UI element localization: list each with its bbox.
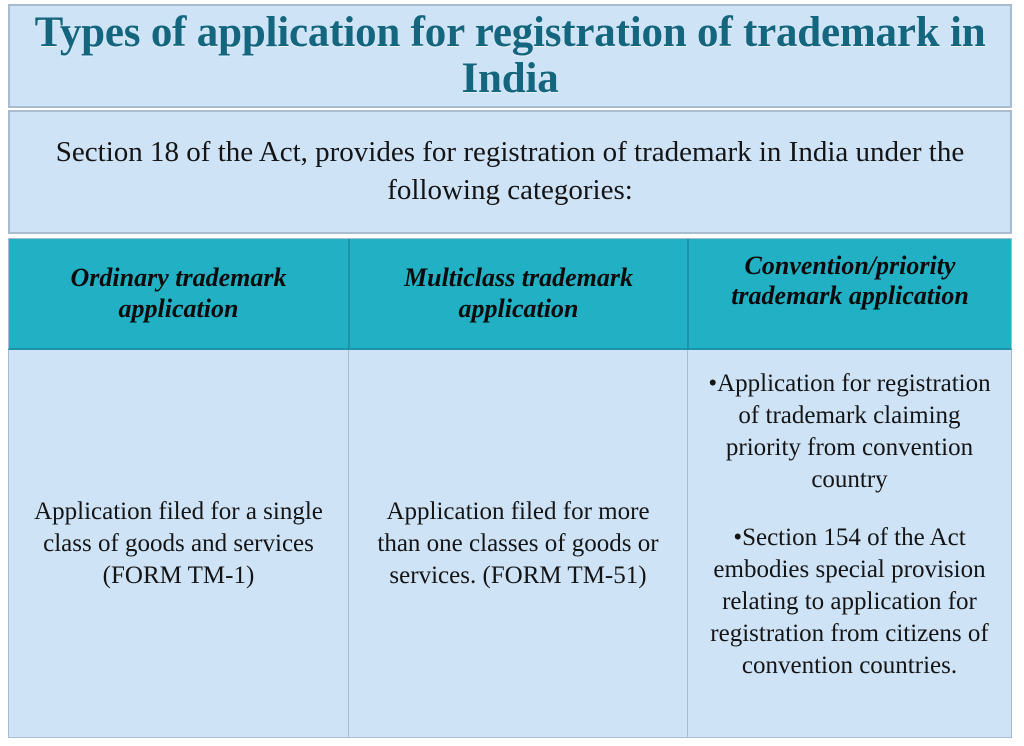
bullet-spacer xyxy=(702,496,997,522)
convention-bullet-1: •Application for registration of tradema… xyxy=(708,370,991,493)
title-band: Types of application for registration of… xyxy=(8,4,1012,108)
trademark-application-table: Ordinary trademark application Multiclas… xyxy=(8,238,1012,738)
cell-ordinary-description: Application filed for a single class of … xyxy=(34,497,323,589)
column-header-convention: Convention/priority trademark applicatio… xyxy=(687,239,1011,348)
convention-bullet-2: •Section 154 of the Act embodies special… xyxy=(710,524,989,679)
subtitle-band: Section 18 of the Act, provides for regi… xyxy=(8,110,1012,234)
table-row: Application filed for a single class of … xyxy=(8,350,1012,738)
cell-convention-description: •Application for registration of tradema… xyxy=(687,350,1011,737)
table-header-row: Ordinary trademark application Multiclas… xyxy=(8,238,1012,350)
column-header-multiclass: Multiclass trademark application xyxy=(348,239,687,348)
subtitle-text: Section 18 of the Act, provides for regi… xyxy=(55,136,965,206)
page-title: Types of application for registration of… xyxy=(34,8,986,102)
column-header-ordinary: Ordinary trademark application xyxy=(70,263,287,323)
cell-multiclass-description: Application filed for more than one clas… xyxy=(348,350,687,737)
